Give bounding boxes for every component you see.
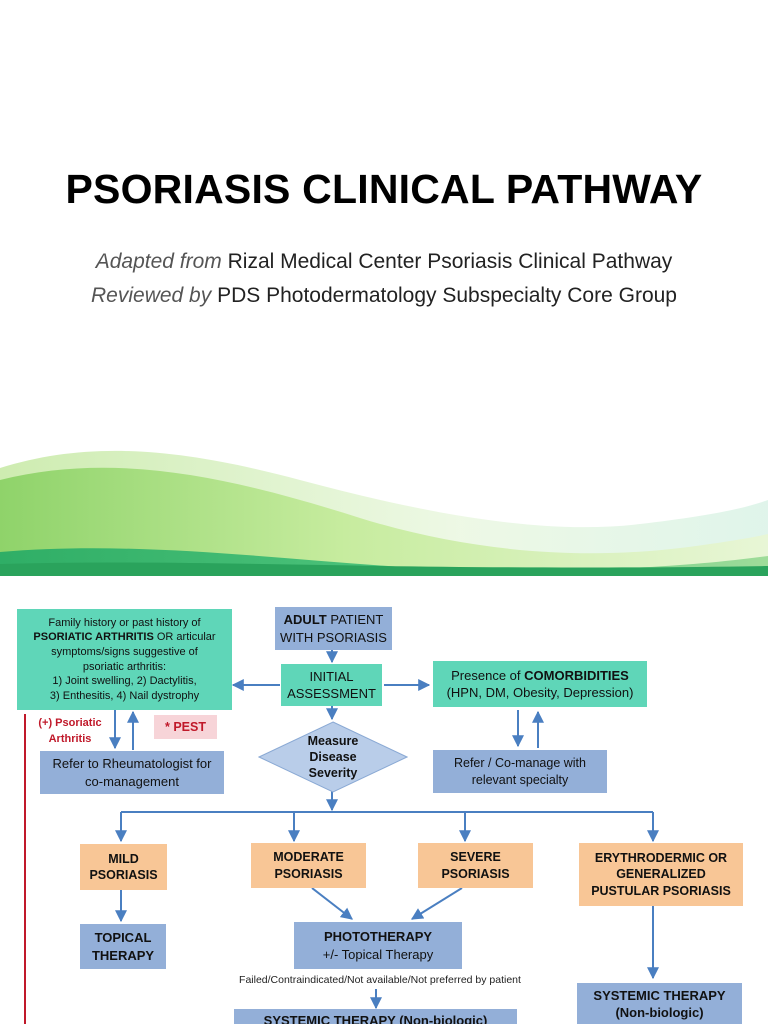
adult-bold: ADULT bbox=[283, 612, 327, 628]
systemic-right-line1: SYSTEMIC THERAPY bbox=[593, 988, 726, 1003]
psoriatic-label-line2: Arthritis bbox=[48, 732, 92, 745]
psoriatic-arthritis-label: (+) Psoriatic Arthritis bbox=[30, 716, 110, 748]
moderate-psoriasis-box: MODERATE PSORIASIS bbox=[251, 843, 366, 888]
adult-patient-box: ADULT PATIENT WITH PSORIASIS bbox=[275, 607, 392, 650]
reviewed-source: PDS Photodermatology Subspecialty Core G… bbox=[217, 284, 677, 307]
initial-assessment-box: INITIAL ASSESSMENT bbox=[281, 664, 382, 706]
reviewed-by-line: Reviewed by PDS Photodermatology Subspec… bbox=[0, 284, 768, 308]
mild-psoriasis-box: MILD PSORIASIS bbox=[80, 844, 167, 890]
green-wave-decoration bbox=[0, 450, 768, 576]
page-title: PSORIASIS CLINICAL PATHWAY bbox=[65, 166, 703, 212]
family-history-line2-tail: OR articular bbox=[153, 631, 216, 644]
flow-connectors bbox=[24, 648, 659, 1024]
topical-line2: THERAPY bbox=[91, 947, 155, 963]
mild-line2: PSORIASIS bbox=[89, 868, 158, 882]
erythrodermic-line1: ERYTHRODERMIC OR bbox=[594, 850, 728, 865]
family-history-line4: psoriatic arthritis: bbox=[82, 660, 167, 673]
phototherapy-line1: PHOTOTHERAPY bbox=[323, 929, 433, 945]
specialty-box: Refer / Co-manage with relevant specialt… bbox=[433, 750, 607, 793]
specialty-line1: Refer / Co-manage with bbox=[453, 756, 586, 770]
family-history-line6: 3) Enthesitis, 4) Nail dystrophy bbox=[49, 689, 200, 702]
title-slide: PSORIASIS CLINICAL PATHWAY Adapted from … bbox=[0, 166, 768, 576]
specialty-line2: relevant specialty bbox=[471, 772, 569, 787]
topical-therapy-box: TOPICAL THERAPY bbox=[80, 924, 166, 969]
severe-line2: PSORIASIS bbox=[441, 866, 510, 881]
arrow-severe-to-phototherapy bbox=[410, 887, 463, 920]
systemic-therapy-nonbiologic-box: SYSTEMIC THERAPY (Non-biologic) bbox=[234, 1009, 517, 1024]
reviewed-prefix: Reviewed by bbox=[91, 284, 212, 307]
erythrodermic-line3: PUSTULAR PSORIASIS bbox=[591, 883, 731, 898]
measure-diamond-text: Measure Disease Severity bbox=[283, 728, 383, 786]
systemic-bottom-text: SYSTEMIC THERAPY (Non-biologic) bbox=[263, 1013, 488, 1024]
adult-tail: PATIENT bbox=[326, 612, 384, 628]
family-history-box: Family history or past history of PSORIA… bbox=[17, 609, 232, 710]
rheumatologist-line1: Refer to Rheumatologist for bbox=[52, 756, 212, 772]
systemic-therapy-right-box: SYSTEMIC THERAPY (Non-biologic) bbox=[577, 983, 742, 1024]
comorbidities-line1: Presence of COMORBIDITIES bbox=[451, 667, 629, 684]
initial-line1: INITIAL bbox=[309, 668, 354, 684]
moderate-line1: MODERATE bbox=[273, 850, 344, 864]
pest-text: * PEST bbox=[165, 719, 206, 734]
arrow-moderate-to-phototherapy bbox=[311, 887, 353, 920]
severe-psoriasis-box: SEVERE PSORIASIS bbox=[418, 843, 533, 888]
rheumatologist-box: Refer to Rheumatologist for co-managemen… bbox=[40, 751, 224, 794]
erythrodermic-line2: GENERALIZED bbox=[616, 867, 706, 882]
failed-note: Failed/Contraindicated/Not available/Not… bbox=[239, 974, 521, 986]
adapted-from-line: Adapted from Rizal Medical Center Psoria… bbox=[0, 250, 768, 274]
mild-line1: MILD bbox=[108, 851, 139, 866]
adapted-source: Rizal Medical Center Psoriasis Clinical … bbox=[227, 250, 673, 273]
measure-diamond bbox=[258, 721, 408, 793]
erythrodermic-box: ERYTHRODERMIC OR GENERALIZED PUSTULAR PS… bbox=[579, 843, 743, 906]
measure-line3: Severity bbox=[308, 766, 358, 781]
family-history-line5: 1) Joint swelling, 2) Dactylitis, bbox=[52, 675, 197, 688]
psoriatic-arthritis-bold: PSORIATIC ARTHRITIS bbox=[33, 631, 154, 644]
systemic-right-line2: (Non-biologic) bbox=[615, 1005, 704, 1021]
adult-patient-line1: ADULT PATIENT bbox=[284, 611, 384, 628]
phototherapy-line2: +/- Topical Therapy bbox=[322, 946, 434, 962]
comorbidities-bold: COMORBIDITIES bbox=[524, 667, 629, 683]
moderate-line2: PSORIASIS bbox=[274, 866, 343, 881]
family-history-line3: symptoms/signs suggestive of bbox=[51, 645, 198, 658]
phototherapy-box: PHOTOTHERAPY +/- Topical Therapy bbox=[294, 922, 462, 969]
adapted-prefix: Adapted from bbox=[95, 250, 222, 273]
initial-line2: ASSESSMENT bbox=[287, 686, 376, 701]
topical-line1: TOPICAL bbox=[94, 930, 152, 946]
rheumatologist-line2: co-management bbox=[85, 773, 179, 789]
flowchart-slide: Family history or past history of PSORIA… bbox=[0, 576, 768, 1024]
family-history-line2: PSORIATIC ARTHRITIS OR articular bbox=[33, 630, 215, 645]
family-history-line1: Family history or past history of bbox=[48, 616, 201, 629]
comorbidities-box: Presence of COMORBIDITIES (HPN, DM, Obes… bbox=[433, 661, 647, 707]
comorbidities-line2: (HPN, DM, Obesity, Depression) bbox=[446, 685, 634, 700]
adult-patient-line2: WITH PSORIASIS bbox=[280, 629, 387, 645]
pest-badge: * PEST bbox=[154, 715, 217, 739]
measure-line1: Measure bbox=[307, 733, 359, 748]
comorbidities-prefix: Presence of bbox=[451, 667, 525, 683]
measure-line2: Disease bbox=[309, 749, 357, 764]
severe-line1: SEVERE bbox=[450, 850, 501, 864]
psoriatic-label-line1: (+) Psoriatic bbox=[38, 717, 102, 729]
